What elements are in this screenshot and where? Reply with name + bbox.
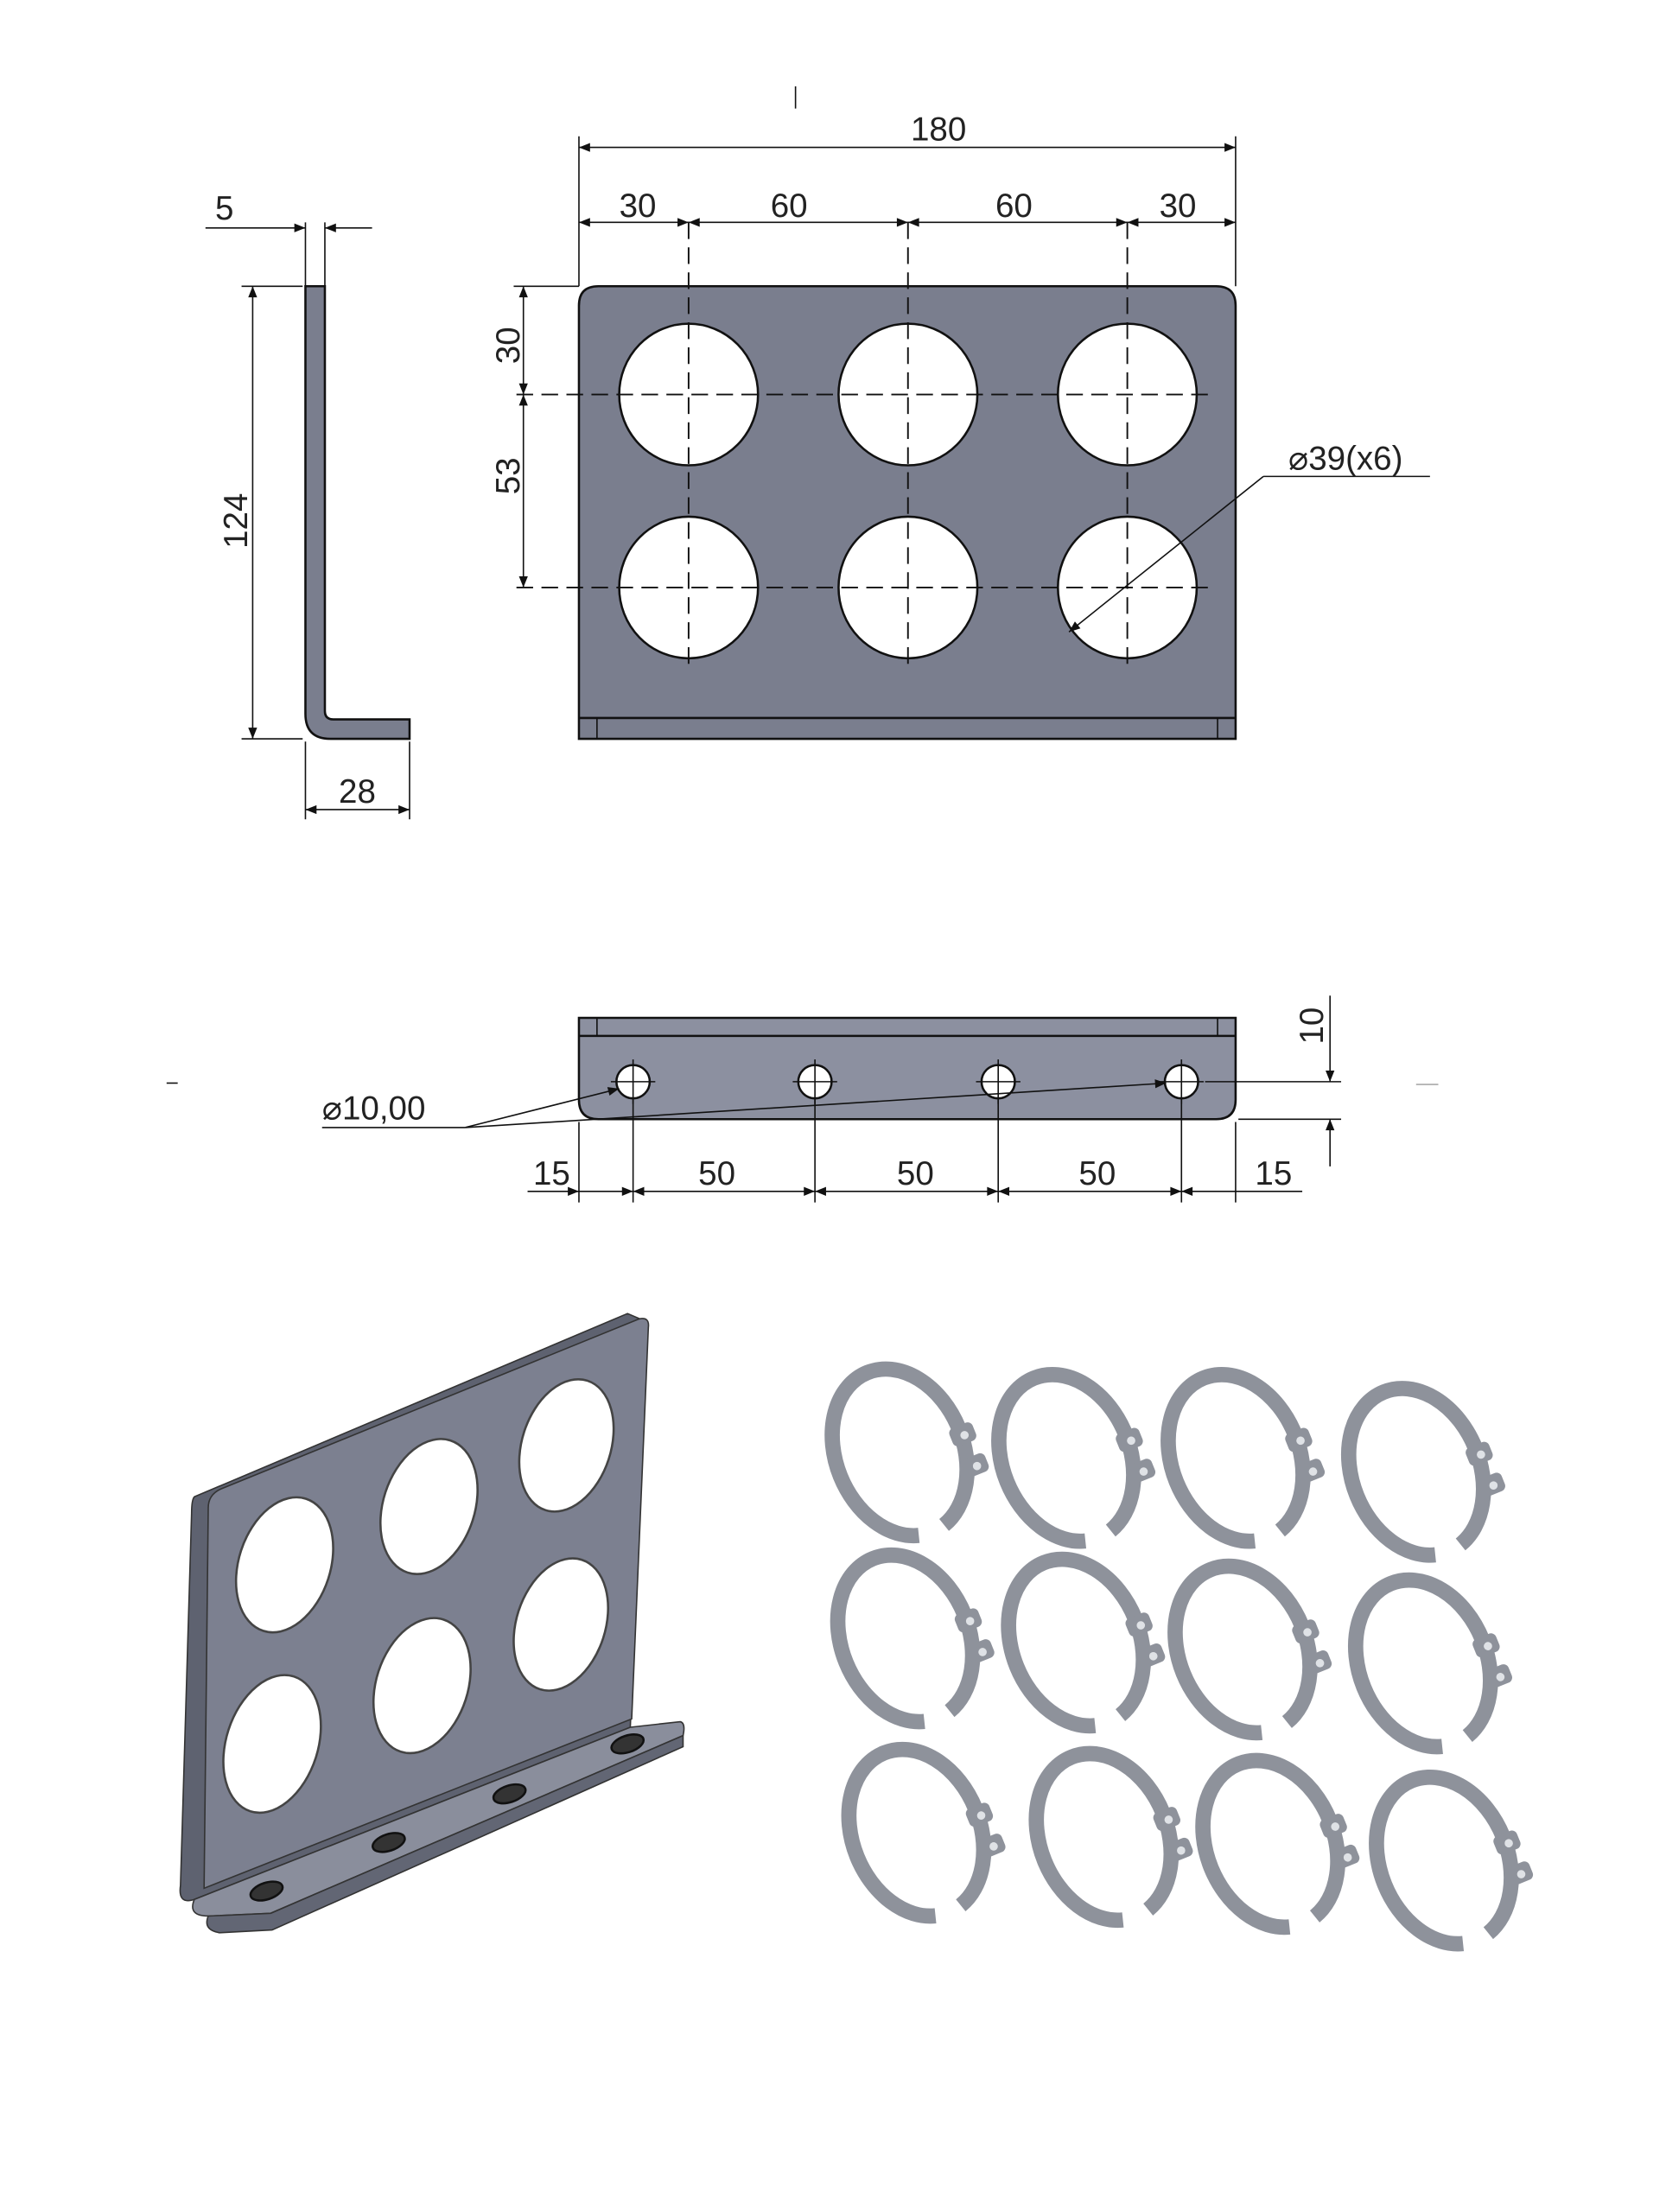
ring-lug-hole (1308, 1467, 1318, 1476)
ring-body (1347, 1572, 1498, 1755)
sheet-marks (166, 86, 1439, 1085)
ring-body (1195, 1752, 1345, 1936)
ring-lug-hole (972, 1461, 982, 1471)
iso-foot-edge (206, 1734, 684, 1934)
dim-h-spacing: 50 (698, 1155, 735, 1192)
ring-lug-hole (1517, 1870, 1526, 1878)
dim-h-spacing: 15 (1255, 1155, 1292, 1192)
ring-lug-hole (1489, 1481, 1498, 1490)
dim-h-spacing: 60 (771, 188, 808, 225)
dim-overall-width: 180 (911, 111, 966, 149)
circlip (1167, 1558, 1332, 1741)
iso-foot-holes (249, 1733, 645, 1902)
ring-lug-hole (960, 1431, 970, 1440)
ring-lug-hole (1477, 1450, 1485, 1459)
ring-body (1167, 1558, 1318, 1741)
ring-lug-hole (1504, 1839, 1513, 1848)
ring-lug-hole (965, 1617, 975, 1626)
hole (378, 1438, 479, 1575)
bottom-view: 10 ⌀10,00 15 50 50 50 15 (321, 995, 1342, 1203)
circlip (824, 1361, 989, 1544)
ring-body (1369, 1769, 1519, 1952)
dim-thickness: 5 (215, 190, 233, 227)
ring-lug-hole (1177, 1846, 1186, 1855)
ring-body (1340, 1381, 1491, 1563)
ring-lug-hole (1136, 1621, 1146, 1630)
iso-large-holes (222, 1378, 615, 1815)
ring-lug-hole (1164, 1815, 1173, 1824)
ring-lug-hole (989, 1842, 998, 1851)
hole (512, 1557, 609, 1692)
ring-body (841, 1741, 992, 1924)
dim-h-spacing: 60 (995, 188, 1033, 225)
ring-body (824, 1361, 975, 1544)
side-profile (304, 284, 411, 741)
hole (372, 1617, 472, 1755)
dim-top-offset: 30 (490, 327, 527, 364)
dim-h-spacing: 30 (620, 188, 657, 225)
circlip (1340, 1381, 1505, 1563)
ring-lug-hole (978, 1648, 987, 1656)
circlip (841, 1741, 1006, 1924)
ring-lug-hole (1139, 1467, 1148, 1476)
ring-body (1160, 1367, 1311, 1549)
hole-callout-small: ⌀10,00 (322, 1090, 426, 1127)
dim-foot-length: 28 (339, 773, 376, 810)
hole (249, 1880, 284, 1902)
centerlines (516, 222, 1211, 667)
circlip (1160, 1367, 1326, 1549)
hole (618, 322, 760, 467)
circlip (1001, 1551, 1166, 1734)
ring-lug-hole (1496, 1673, 1505, 1681)
ring-lug-hole (1303, 1628, 1312, 1637)
circlip (830, 1547, 995, 1730)
hole (222, 1674, 322, 1815)
dim-row-spacing: 53 (490, 457, 527, 494)
ring-body (830, 1547, 981, 1730)
hole (518, 1378, 615, 1513)
ring-body (1028, 1745, 1180, 1929)
ring-lug-hole (1296, 1436, 1305, 1446)
hole (234, 1496, 334, 1634)
dim-h-spacing: 50 (1078, 1155, 1116, 1192)
iso-view (179, 1313, 685, 1934)
ring-body (1001, 1551, 1152, 1734)
hole-callout-large: ⌀39(x6) (1288, 440, 1402, 477)
hole (372, 1832, 406, 1853)
bottom-plate (577, 1016, 1237, 1121)
circlip (1369, 1769, 1534, 1952)
circlip (1347, 1572, 1512, 1755)
ring-lug-hole (1315, 1658, 1325, 1668)
dim-height: 124 (218, 493, 255, 549)
ring-lug-hole (1127, 1436, 1135, 1446)
circlip (991, 1367, 1156, 1549)
dim-h-spacing: 50 (897, 1155, 934, 1192)
ring-lug-hole (1484, 1642, 1492, 1650)
ring-lug-hole (1331, 1822, 1340, 1831)
ring-lug-hole (1343, 1853, 1352, 1862)
circlip (1195, 1752, 1360, 1936)
side-view: 5 124 28 (205, 190, 411, 820)
dim-hole-offset: 10 (1294, 1007, 1331, 1045)
front-view: 180 30 60 60 30 30 53 ⌀39(x6) (490, 111, 1430, 741)
ring-lug-hole (976, 1811, 986, 1820)
ring-lug-hole (1148, 1651, 1158, 1661)
ring-body (991, 1367, 1141, 1549)
foot-holes (610, 1059, 1204, 1104)
circlip (1028, 1745, 1193, 1929)
hole (492, 1783, 527, 1805)
circlips-group (824, 1361, 1534, 1952)
dim-h-spacing: 15 (533, 1155, 570, 1192)
hole (610, 1733, 645, 1755)
dim-h-spacing: 30 (1160, 188, 1197, 225)
